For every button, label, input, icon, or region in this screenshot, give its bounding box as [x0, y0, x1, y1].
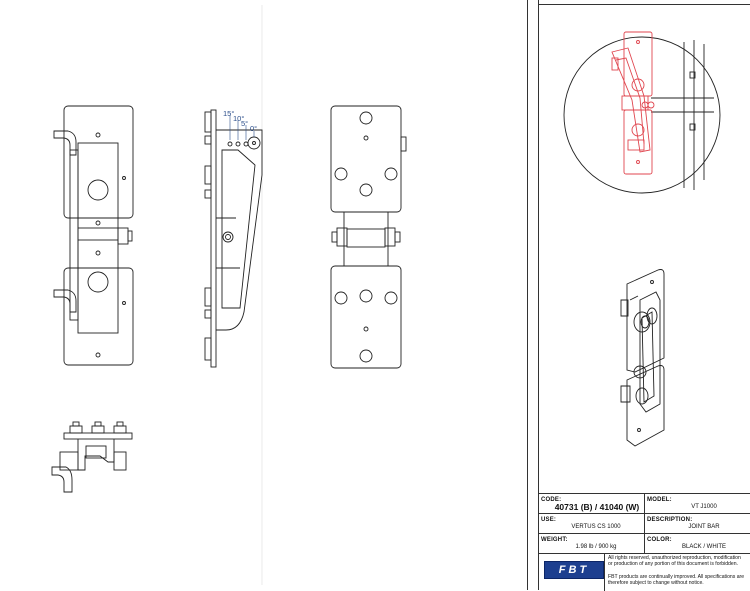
- drawing-frame: [527, 0, 528, 590]
- detail-frame: [538, 0, 750, 590]
- fbt-logo: FBT: [544, 561, 604, 579]
- top-view: [51, 421, 133, 493]
- weight-value: 1.98 lb / 900 kg: [575, 544, 617, 550]
- angle-5: 5°: [241, 119, 248, 128]
- detail-circle: [563, 31, 721, 194]
- use-row: USE: VERTUS CS 1000 DESCRIPTION: JOINT B…: [538, 514, 750, 534]
- rear-view: [330, 105, 407, 369]
- weight-label: WEIGHT:: [541, 537, 568, 543]
- description-label: DESCRIPTION:: [647, 517, 693, 523]
- use-label: USE:: [541, 517, 557, 523]
- code-value: 40731 (B) / 41040 (W): [554, 502, 640, 512]
- notice-row: FBT All rights reserved, unauthorized re…: [538, 554, 750, 591]
- side-view: [204, 109, 263, 368]
- front-view: [53, 105, 134, 366]
- weight-row: WEIGHT: 1.98 lb / 900 kg COLOR: BLACK / …: [538, 534, 750, 554]
- angle-15: 15°: [223, 109, 234, 118]
- description-value: JOINT BAR: [688, 524, 720, 530]
- improvement-notice: FBT products are continually improved. A…: [608, 574, 745, 586]
- angle-10: 10°: [233, 114, 244, 123]
- top-border-line: [538, 4, 750, 5]
- use-value: VERTUS CS 1000: [571, 524, 621, 530]
- code-row: CODE: 40731 (B) / 41040 (W) MODEL: VT J1…: [538, 494, 750, 514]
- color-value: BLACK / WHITE: [681, 544, 726, 550]
- rights-notice: All rights reserved, unauthorized reprod…: [608, 555, 741, 567]
- angle-0: 0°: [250, 124, 257, 133]
- title-block: CODE: 40731 (B) / 41040 (W) MODEL: VT J1…: [538, 493, 750, 591]
- model-label: MODEL:: [647, 497, 672, 503]
- code-label: CODE:: [541, 497, 562, 503]
- iso-view: [620, 269, 665, 447]
- color-label: COLOR:: [647, 537, 672, 543]
- model-value: VT J1000: [691, 504, 717, 510]
